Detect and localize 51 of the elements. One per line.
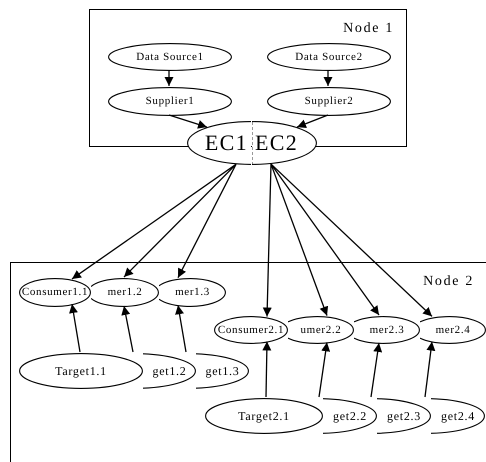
arrow [270, 164, 328, 316]
half-ellipse-node [252, 121, 318, 165]
arrow [318, 342, 330, 398]
arrow [370, 342, 382, 398]
node-label: mer1.3 [175, 287, 210, 298]
node-label: mer1.2 [108, 287, 142, 298]
arrow [262, 341, 272, 398]
ellipse-node [205, 398, 323, 434]
ellipse-node [214, 316, 288, 344]
node-label: Consumer2.1 [218, 324, 284, 336]
node-label: mer2.3 [370, 324, 404, 336]
arrow [121, 306, 134, 352]
node-label: get1.2 [152, 365, 186, 377]
node-label: get2.4 [441, 410, 475, 422]
half-ellipse-node [187, 121, 251, 165]
ellipse-node [267, 43, 391, 71]
node-label: Target2.1 [238, 410, 290, 422]
arrow [270, 164, 432, 317]
ellipse-node [108, 87, 232, 116]
arrow [175, 305, 187, 352]
arrow [164, 70, 174, 86]
node-label: Consumer1.1 [22, 287, 88, 298]
node-label: get2.3 [387, 410, 421, 422]
arrow [270, 164, 380, 316]
arrow [177, 164, 237, 278]
ellipse-node [19, 278, 91, 307]
node-label: Supplier2 [304, 96, 354, 107]
node-label: Data Source1 [136, 52, 204, 62]
node-label: Data Source2 [295, 52, 363, 62]
node-label: EC2 [255, 132, 298, 154]
node-box [10, 262, 486, 462]
node-label: EC1 [204, 132, 248, 154]
arrow [69, 304, 81, 352]
node-label: Supplier1 [146, 96, 194, 107]
arrow [72, 164, 236, 280]
node-label: umer2.2 [300, 324, 342, 336]
arrow [324, 70, 332, 86]
node-label: get2.2 [333, 410, 367, 422]
node-label: Target1.1 [55, 365, 107, 377]
arrow [124, 164, 236, 278]
ellipse-node [19, 353, 143, 389]
node-label: get1.3 [206, 365, 240, 377]
arrow [168, 114, 208, 129]
node-label: Node 2 [423, 275, 474, 289]
node-label: mer2.4 [436, 324, 470, 336]
ellipse-node [108, 43, 232, 71]
arrow [296, 114, 328, 128]
ellipse-node [267, 87, 391, 116]
arrow [262, 164, 272, 317]
node-label: Node 1 [343, 22, 394, 36]
arrow [424, 342, 436, 398]
